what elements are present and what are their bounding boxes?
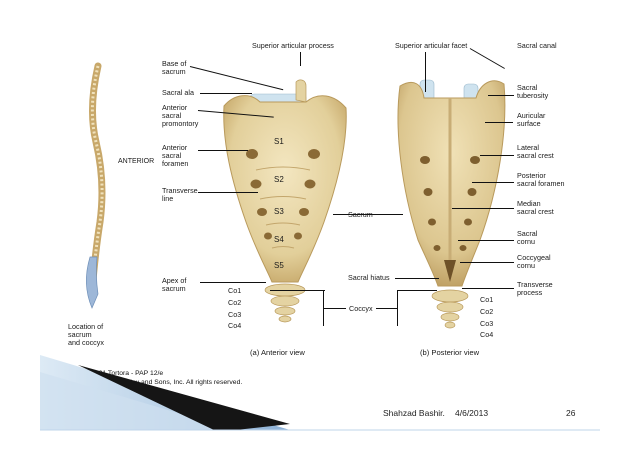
leader-line [200,93,252,94]
figure-caption: Figure 07.21 Tortora - PAP 12/e Copyrigh… [68,369,242,387]
label-sacral-hiatus: Sacral hiatus [348,273,390,282]
label-co2-posterior: Co2 [480,307,494,316]
label-base-of-sacrum: Base of sacrum [162,59,187,76]
leader-line [472,182,514,183]
spine-illustration [86,62,106,309]
label-sacral-canal: Sacral canal [517,41,557,50]
leader-line [200,282,266,283]
leader-line [397,290,398,326]
leader-line [333,214,403,215]
footer-date: 4/6/2013 [455,408,489,418]
leader-line [198,192,258,193]
label-superior-articular-process: Superior articular process [252,41,334,50]
segment-s1: S1 [274,137,284,146]
segment-s2: S2 [274,175,284,184]
footer-page-number: 26 [566,408,576,418]
label-sacral-tuberosity: Sacral tuberosity [517,83,549,100]
label-co1-posterior: Co1 [480,295,494,304]
leader-line [425,52,426,92]
label-auricular-surface: Auricular surface [517,111,546,128]
leader-line [488,95,514,96]
label-coccyx: Coccyx [349,304,373,313]
label-coccygeal-cornu: Coccygeal cornu [517,253,551,270]
label-co3-anterior: Co3 [228,310,242,319]
leader-line [458,240,514,241]
footer-author: Shahzad Bashir. [383,408,445,418]
leader-line [480,155,514,156]
label-co1-anterior: Co1 [228,286,242,295]
figure-caption-line1: Figure 07.21 Tortora - PAP 12/e [68,370,164,377]
label-lateral-sacral-crest: Lateral sacral crest [517,143,554,160]
anterior-sacrum-drawing [223,79,347,323]
label-co3-posterior: Co3 [480,319,494,328]
figure-caption-line2: Copyright © John Wiley and Sons, Inc. Al… [68,379,243,386]
label-sacrum: Sacrum [348,210,373,219]
label-superior-articular-facet: Superior articular facet [395,41,468,50]
label-apex-of-sacrum: Apex of sacrum [162,276,187,293]
posterior-sacrum-drawing [397,79,506,329]
anterior-label: ANTERIOR [118,158,155,165]
leader-line [485,122,513,123]
leader-line [324,308,346,309]
segment-s3: S3 [274,207,284,216]
leader-line [300,52,301,66]
leader-line [397,290,437,291]
leader-line [198,150,248,151]
leader-line [452,208,514,209]
location-label: Location of sacrum and coccyx [68,322,104,347]
label-transverse-process: Transverse process [517,280,553,297]
label-median-sacral-crest: Median sacral crest [517,199,554,216]
label-posterior-sacral-foramen: Posterior sacral foramen [517,171,565,188]
label-anterior-sacral-foramen: Anterior sacral foramen [162,143,189,168]
label-transverse-line: Transverse line [162,186,198,203]
label-sacral-ala: Sacral ala [162,88,194,97]
posterior-view-caption: (b) Posterior view [420,348,480,357]
label-co4-anterior: Co4 [228,321,242,330]
segment-s5: S5 [274,261,284,270]
leader-line [376,308,397,309]
leader-line [395,278,439,279]
label-co2-anterior: Co2 [228,298,242,307]
label-co4-posterior: Co4 [480,330,494,339]
label-sacral-cornu: Sacral cornu [517,229,538,246]
label-anterior-sacral-promontory: Anterior sacral promontory [162,103,199,128]
leader-line [460,262,514,263]
anterior-view-caption: (a) Anterior view [250,348,305,357]
leader-line [323,290,324,326]
leader-line [270,290,325,291]
leader-line [462,288,514,289]
segment-s4: S4 [274,235,284,244]
